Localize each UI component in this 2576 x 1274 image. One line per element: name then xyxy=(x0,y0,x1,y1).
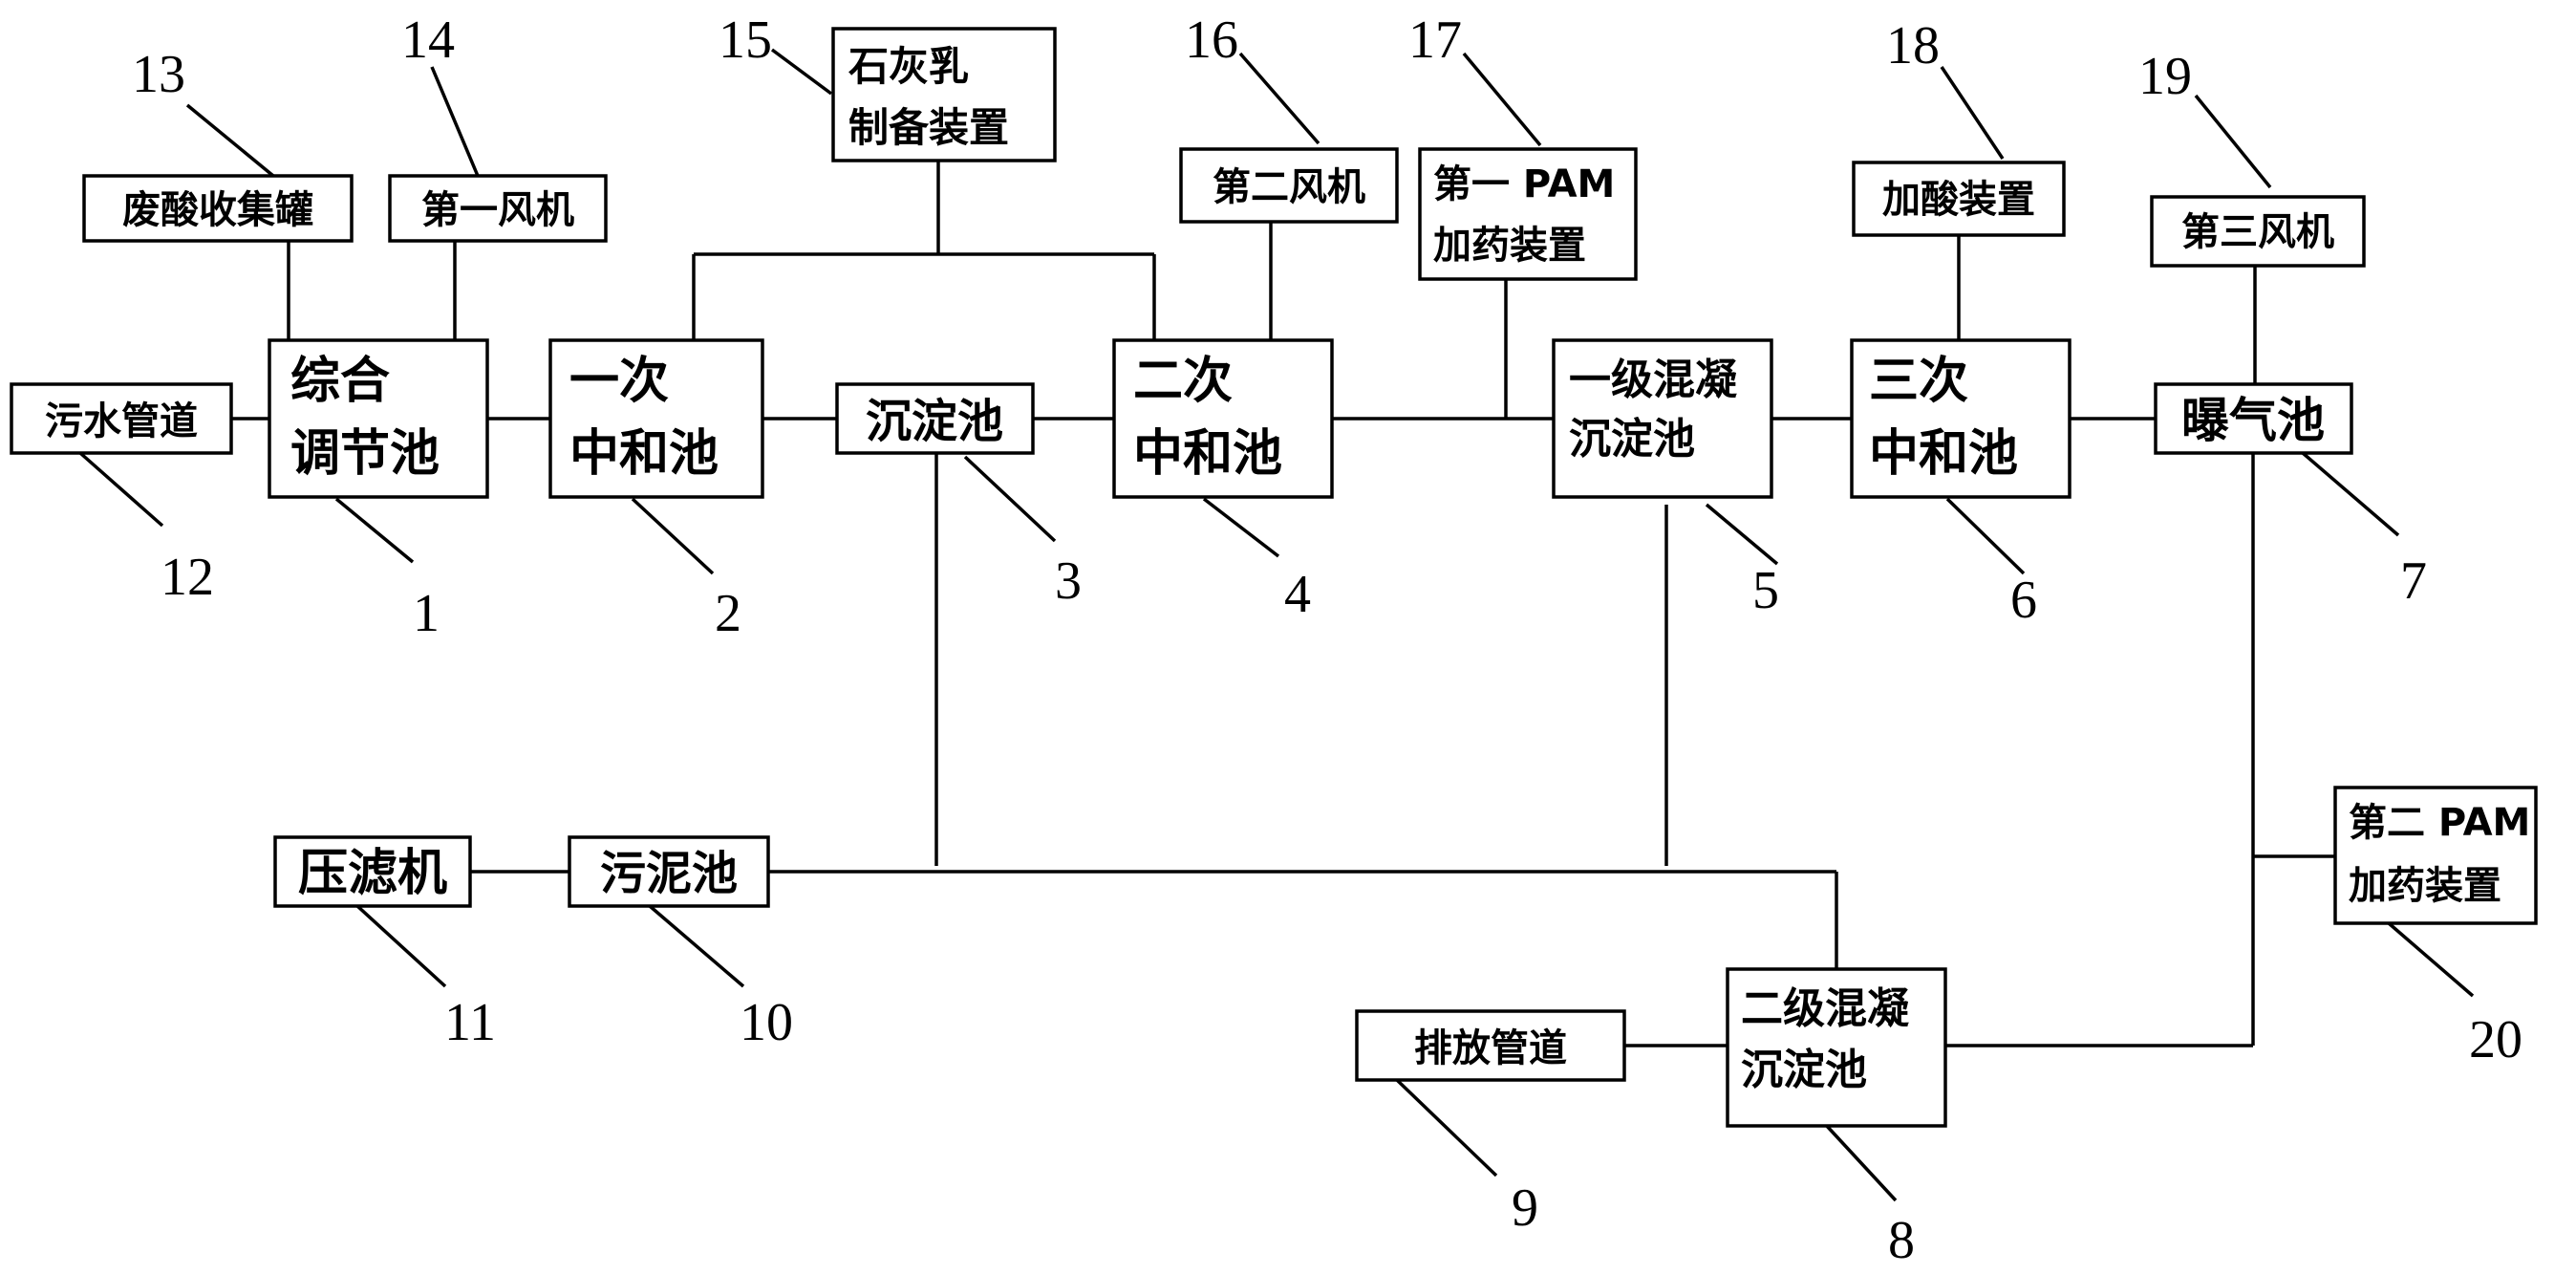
leader-6 xyxy=(1945,497,2026,575)
box-14-label: 第一风机 xyxy=(421,188,574,232)
leader-5 xyxy=(1705,503,1779,566)
reference-numbers: 1 2 3 4 5 6 7 8 9 10 11 12 13 14 15 16 1… xyxy=(132,11,2522,1270)
box-17-label-line-1: 第一 PAM xyxy=(1433,162,1615,206)
box-18-acid-dosing-device xyxy=(1852,161,2066,237)
ref-number-4: 4 xyxy=(1284,565,1311,624)
ref-number-18: 18 xyxy=(1886,16,1940,76)
box-11-label: 压滤机 xyxy=(298,845,447,902)
ref-number-19: 19 xyxy=(2138,47,2192,106)
ref-number-5: 5 xyxy=(1752,561,1779,620)
leader-4 xyxy=(1202,497,1280,558)
leader-lines xyxy=(78,48,2475,1202)
ref-number-8: 8 xyxy=(1888,1211,1915,1270)
leader-10 xyxy=(648,904,745,988)
ref-number-12: 12 xyxy=(161,548,214,607)
box-20-label-line-2: 加药装置 xyxy=(2349,864,2501,908)
box-8-label-line-1: 二级混凝 xyxy=(1741,984,1909,1033)
box-19-third-blower xyxy=(2150,195,2366,268)
box-4-label-line-2: 中和池 xyxy=(1133,425,1282,483)
leader-13 xyxy=(185,103,275,178)
box-8-label-line-2: 沉淀池 xyxy=(1741,1046,1867,1094)
box-19-label: 第三风机 xyxy=(2181,210,2334,254)
box-2-primary-neutralization-tank xyxy=(548,338,764,499)
leader-9 xyxy=(1395,1078,1498,1177)
leader-14 xyxy=(430,66,480,177)
box-14-first-blower xyxy=(388,174,608,243)
leader-20 xyxy=(2387,921,2475,998)
ref-number-7: 7 xyxy=(2400,551,2427,611)
leader-3 xyxy=(963,455,1057,543)
box-16-label: 第二风机 xyxy=(1213,165,1365,209)
leader-1 xyxy=(334,497,415,564)
box-6-label-line-1: 三次 xyxy=(1869,353,1968,410)
box-7-label: 曝气池 xyxy=(2181,393,2325,448)
box-15-lime-milk-preparation-device xyxy=(831,27,1057,162)
box-9-label: 排放管道 xyxy=(1414,1026,1567,1070)
box-18-label: 加酸装置 xyxy=(1882,178,2035,222)
ref-number-9: 9 xyxy=(1512,1178,1538,1238)
box-6-tertiary-neutralization-tank xyxy=(1850,338,2072,499)
box-13-waste-acid-collection-tank xyxy=(82,174,354,243)
leader-2 xyxy=(631,497,715,575)
leader-12 xyxy=(78,451,164,528)
ref-number-15: 15 xyxy=(719,11,772,70)
leader-16 xyxy=(1238,52,1320,145)
ref-number-1: 1 xyxy=(413,584,440,643)
boxes xyxy=(10,27,2538,1128)
box-5-primary-coagulation-sedimentation-tank xyxy=(1552,338,1773,499)
box-5-label-line-2: 沉淀池 xyxy=(1569,415,1695,464)
box-17-first-pam-dosing-device xyxy=(1418,147,1638,281)
box-labels: 综合 调节池 一次 中和池 沉淀池 二次 中和池 一级混凝 沉淀池 三次 中和池… xyxy=(45,43,2530,1094)
box-12-sewage-pipe xyxy=(10,382,233,455)
leader-17 xyxy=(1462,52,1542,147)
box-1-label-line-1: 综合 xyxy=(290,353,390,410)
box-15-label-line-2: 制备装置 xyxy=(848,104,1009,151)
box-1-label-line-2: 调节池 xyxy=(290,425,440,483)
box-17-label-line-2: 加药装置 xyxy=(1433,224,1586,268)
box-3-sedimentation-tank xyxy=(835,382,1035,455)
ref-number-14: 14 xyxy=(401,11,455,70)
box-12-label: 污水管道 xyxy=(45,399,198,443)
ref-number-20: 20 xyxy=(2469,1010,2522,1069)
box-16-second-blower xyxy=(1179,147,1399,224)
ref-number-2: 2 xyxy=(715,584,741,643)
box-4-secondary-neutralization-tank xyxy=(1112,338,1334,499)
box-10-sludge-tank xyxy=(568,835,770,908)
box-5-label-line-1: 一级混凝 xyxy=(1569,356,1737,404)
connection-lines xyxy=(231,161,2335,1047)
box-8-secondary-coagulation-sedimentation-tank xyxy=(1726,967,1947,1128)
leader-15 xyxy=(770,48,833,96)
leader-18 xyxy=(1940,66,2005,160)
box-2-label-line-2: 中和池 xyxy=(569,425,719,483)
leader-8 xyxy=(1823,1122,1898,1202)
ref-number-6: 6 xyxy=(2010,571,2037,630)
leader-19 xyxy=(2194,94,2272,189)
box-11-filter-press xyxy=(273,835,472,908)
leader-11 xyxy=(355,904,447,988)
box-1-comprehensive-regulating-tank xyxy=(268,338,489,499)
ref-number-17: 17 xyxy=(1408,11,1462,70)
ref-number-11: 11 xyxy=(444,993,496,1052)
box-2-label-line-1: 一次 xyxy=(569,353,669,410)
ref-number-10: 10 xyxy=(740,993,793,1052)
ref-number-13: 13 xyxy=(132,45,185,104)
leader-7 xyxy=(2301,451,2400,537)
box-6-label-line-2: 中和池 xyxy=(1869,425,2018,483)
box-4-label-line-1: 二次 xyxy=(1133,353,1233,410)
ref-number-3: 3 xyxy=(1055,551,1082,611)
box-13-label: 废酸收集罐 xyxy=(122,188,313,232)
box-7-aeration-tank xyxy=(2154,382,2353,455)
box-15-label-line-1: 石灰乳 xyxy=(848,43,969,90)
ref-number-16: 16 xyxy=(1185,11,1238,70)
box-3-label: 沉淀池 xyxy=(866,395,1003,448)
box-10-label: 污泥池 xyxy=(600,847,738,900)
box-20-second-pam-dosing-device xyxy=(2333,786,2538,925)
box-20-label-line-1: 第二 PAM xyxy=(2349,801,2530,845)
box-9-discharge-pipe xyxy=(1355,1009,1626,1082)
